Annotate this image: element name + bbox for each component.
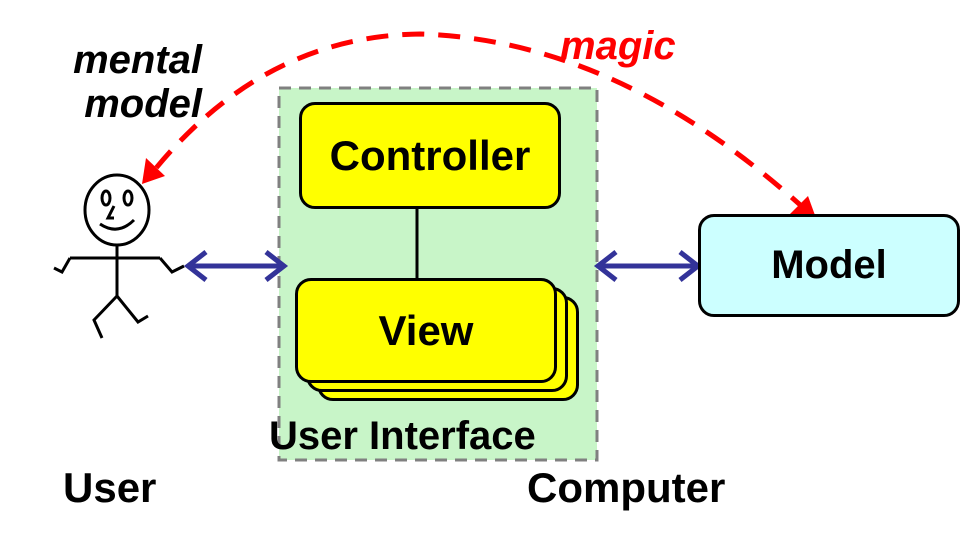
- controller-label: Controller: [329, 131, 531, 179]
- view-label: View: [378, 306, 474, 354]
- view-box: View: [295, 278, 557, 383]
- controller-box: Controller: [299, 102, 561, 209]
- mental-model-label: mental model: [73, 38, 202, 126]
- computer-label: Computer: [527, 464, 726, 511]
- user-stick-figure-icon: [53, 173, 185, 339]
- user-label: User: [63, 464, 157, 511]
- user-ui-arrow: [183, 250, 289, 282]
- ui-model-arrow: [593, 250, 703, 282]
- magic-arrowhead-user: [142, 158, 165, 184]
- model-box: Model: [698, 214, 960, 317]
- model-label: Model: [771, 243, 887, 287]
- user-interface-label: User Interface: [269, 414, 536, 458]
- magic-arrowhead-model: [790, 196, 816, 218]
- magic-label: magic: [560, 24, 676, 68]
